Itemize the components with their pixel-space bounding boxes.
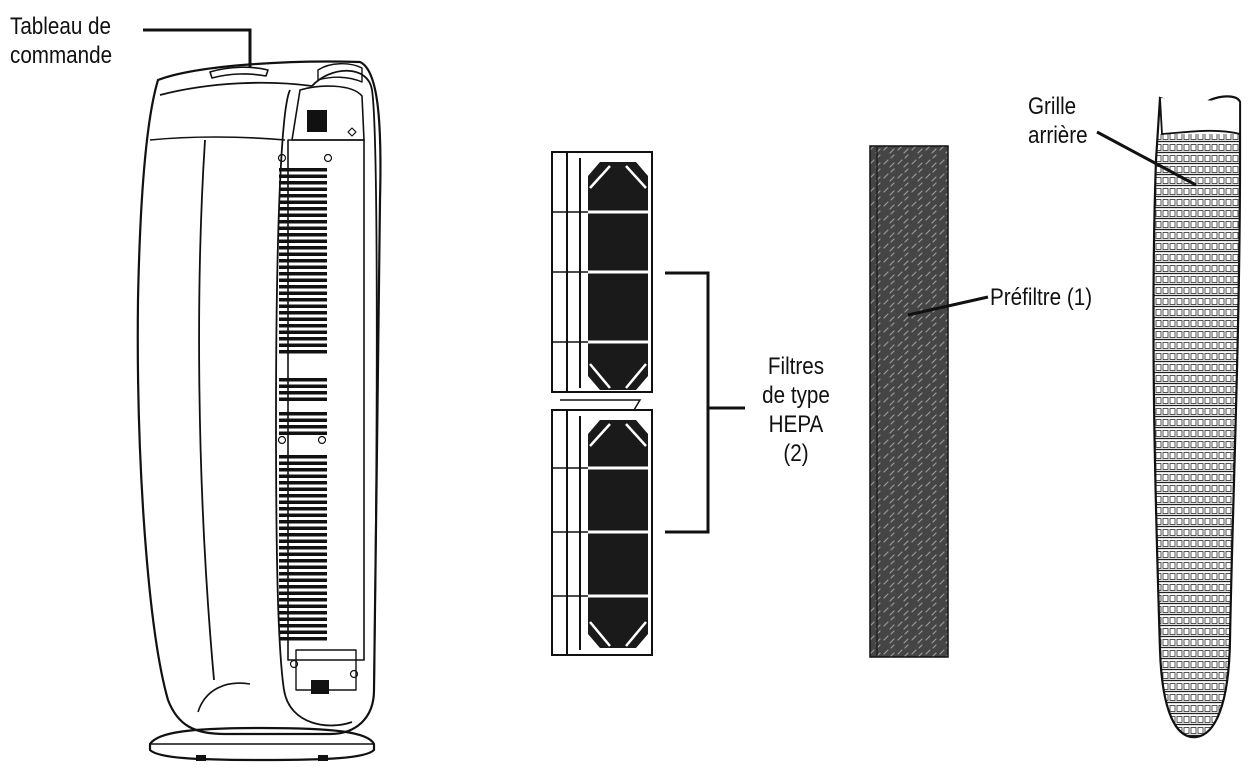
vent-slat <box>279 494 327 498</box>
vent-slat <box>279 513 327 517</box>
vent-slat <box>279 565 327 569</box>
vent-slat <box>279 350 327 354</box>
vent-slat <box>279 578 327 582</box>
control-panel-label-line1: Tableau de <box>10 13 111 40</box>
vent-slat <box>279 239 327 243</box>
vent-slat <box>279 246 327 250</box>
vent-slat <box>279 591 327 595</box>
vent-slat <box>279 194 327 198</box>
vent-slat <box>279 474 327 478</box>
vent-slat <box>279 598 327 602</box>
vent-slat <box>279 278 327 282</box>
vent-slat <box>279 200 327 204</box>
vent-slat <box>279 533 327 537</box>
vent-slat <box>279 187 327 191</box>
vent-slat <box>279 259 327 263</box>
vent-slat <box>279 500 327 504</box>
vent-slat <box>279 233 327 237</box>
vent-slat <box>279 252 327 256</box>
prefilter-label: Préfiltre (1) <box>990 284 1093 311</box>
vent-slat <box>279 507 327 511</box>
vent-slat <box>279 624 327 628</box>
vent-slat <box>279 298 327 302</box>
vent-slat <box>279 637 327 641</box>
vent-slat <box>279 207 327 211</box>
hepa-filter-top <box>551 151 653 393</box>
vent-slat <box>279 330 327 334</box>
vent-slat <box>279 168 327 172</box>
vent-slat <box>279 384 327 388</box>
vent-slat <box>279 343 327 347</box>
back-grille-leader <box>1096 130 1197 187</box>
purifier-unit <box>136 60 382 762</box>
vent-slat <box>279 487 327 491</box>
vent-slat <box>279 455 327 459</box>
back-grille-label-line2: arrière <box>1028 122 1088 149</box>
vent-slat <box>279 461 327 465</box>
vent-slat <box>279 520 327 524</box>
vent-slat <box>279 324 327 328</box>
vent-slat <box>279 559 327 563</box>
vent-slat <box>279 317 327 321</box>
control-panel-label: Tableau de commande <box>10 12 112 70</box>
back-grille <box>1152 95 1242 739</box>
hepa-bracket <box>665 271 745 534</box>
hepa-filters-label: Filtres de type HEPA (2) <box>744 352 847 468</box>
vent-slat <box>279 617 327 621</box>
vent-slat <box>279 412 327 416</box>
purifier-vents <box>279 168 327 641</box>
vent-slat <box>279 526 327 530</box>
vent-slat <box>279 226 327 230</box>
vent-slat <box>279 546 327 550</box>
hepa-filter-bottom <box>551 399 653 656</box>
vent-slat <box>279 611 327 615</box>
vent-slat <box>279 431 327 435</box>
vent-slat <box>279 552 327 556</box>
control-panel-label-line2: commande <box>10 42 113 69</box>
prefilter-leader <box>907 295 989 317</box>
back-grille-label: Grille arrière <box>1028 92 1088 150</box>
vent-slat <box>279 174 327 178</box>
vent-slat <box>279 337 327 341</box>
vent-slat <box>279 378 327 382</box>
vent-slat <box>279 181 327 185</box>
vent-slat <box>279 304 327 308</box>
vent-slat <box>279 585 327 589</box>
hepa-label-line1: Filtres <box>767 353 825 380</box>
vent-slat <box>279 272 327 276</box>
vent-slat <box>279 468 327 472</box>
vent-slat <box>279 265 327 269</box>
vent-slat <box>279 285 327 289</box>
prefilter-panel <box>869 145 949 658</box>
vent-slat <box>279 291 327 295</box>
control-panel-leader <box>143 28 252 68</box>
vent-slat <box>279 418 327 422</box>
vent-slat <box>279 630 327 634</box>
vent-slat <box>279 539 327 543</box>
back-grille-label-line1: Grille <box>1028 93 1077 120</box>
vent-slat <box>279 397 327 401</box>
vent-slat <box>279 311 327 315</box>
hepa-label-line3: HEPA <box>768 411 824 438</box>
vent-slat <box>279 604 327 608</box>
hepa-label-line2: de type <box>762 382 830 409</box>
vent-slat <box>279 213 327 217</box>
vent-slat <box>279 220 327 224</box>
vent-slat <box>279 481 327 485</box>
purifier-body <box>136 60 382 736</box>
hepa-label-line4: (2) <box>783 440 809 467</box>
vent-slat <box>279 572 327 576</box>
vent-slat <box>279 391 327 395</box>
vent-slat <box>279 425 327 429</box>
